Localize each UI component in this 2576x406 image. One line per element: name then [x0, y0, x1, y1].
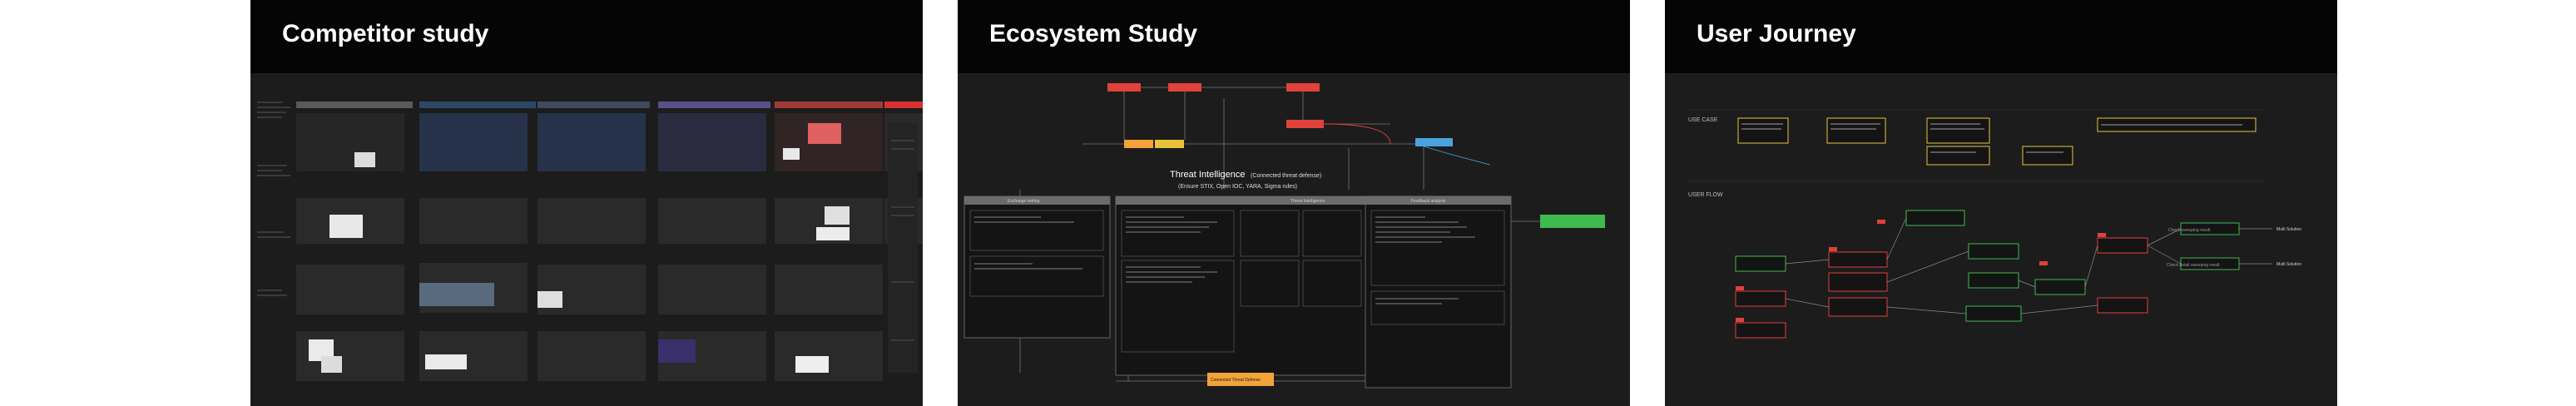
- section-use-case: USE CASE: [1688, 117, 1718, 123]
- panel-header-feedback: Feedback analysis: [1411, 199, 1446, 204]
- user-journey-thumbnail: USE CASE USER FLOW: [1688, 109, 2301, 339]
- board-canvas: Threat Intelligence (Connected threat de…: [958, 73, 1630, 406]
- card-header: Competitor study: [250, 0, 923, 73]
- footer-box-label: Connected Threat Defense: [1211, 378, 1261, 383]
- card-header: User Journey: [1665, 0, 2337, 73]
- card-title: Ecosystem Study: [989, 20, 1198, 47]
- ecosystem-center-title-note: (Connected threat defense): [1251, 173, 1321, 179]
- card-title: Competitor study: [282, 20, 489, 47]
- board-canvas: [250, 73, 923, 406]
- flow-node-check-detail: Check detail sweeping result: [2167, 263, 2220, 268]
- ecosystem-center-title: Threat Intelligence: [1170, 170, 1246, 180]
- card-header: Ecosystem Study: [958, 0, 1630, 73]
- right-label-multi-solution: Multi Solution: [2276, 262, 2301, 267]
- ecosystem-diagram-thumbnail: Threat Intelligence (Connected threat de…: [964, 83, 1605, 389]
- board-canvas: USE CASE USER FLOW: [1665, 73, 2337, 406]
- flow-node-check-sweeping: Check sweeping result: [2168, 228, 2211, 233]
- card-title: User Journey: [1697, 20, 1856, 47]
- board-card-user-journey[interactable]: User Journey USE CASE USER FLOW: [1665, 0, 2337, 406]
- section-user-flow: USER FLOW: [1688, 192, 1723, 198]
- board-card-competitor-study[interactable]: Competitor study: [250, 0, 923, 406]
- right-label-multi-solution: Multi Solution: [2276, 227, 2301, 232]
- panel-header-threat: Threat Intelligence: [1290, 199, 1325, 204]
- panel-header-exchange: Exchange setting: [1008, 199, 1040, 204]
- ecosystem-center-subtitle: (Ensure STIX, Open IOC, YARA, Sigma rule…: [1178, 184, 1297, 190]
- board-card-ecosystem-study[interactable]: Ecosystem Study: [958, 0, 1630, 406]
- competitor-board-thumbnail: [257, 102, 923, 381]
